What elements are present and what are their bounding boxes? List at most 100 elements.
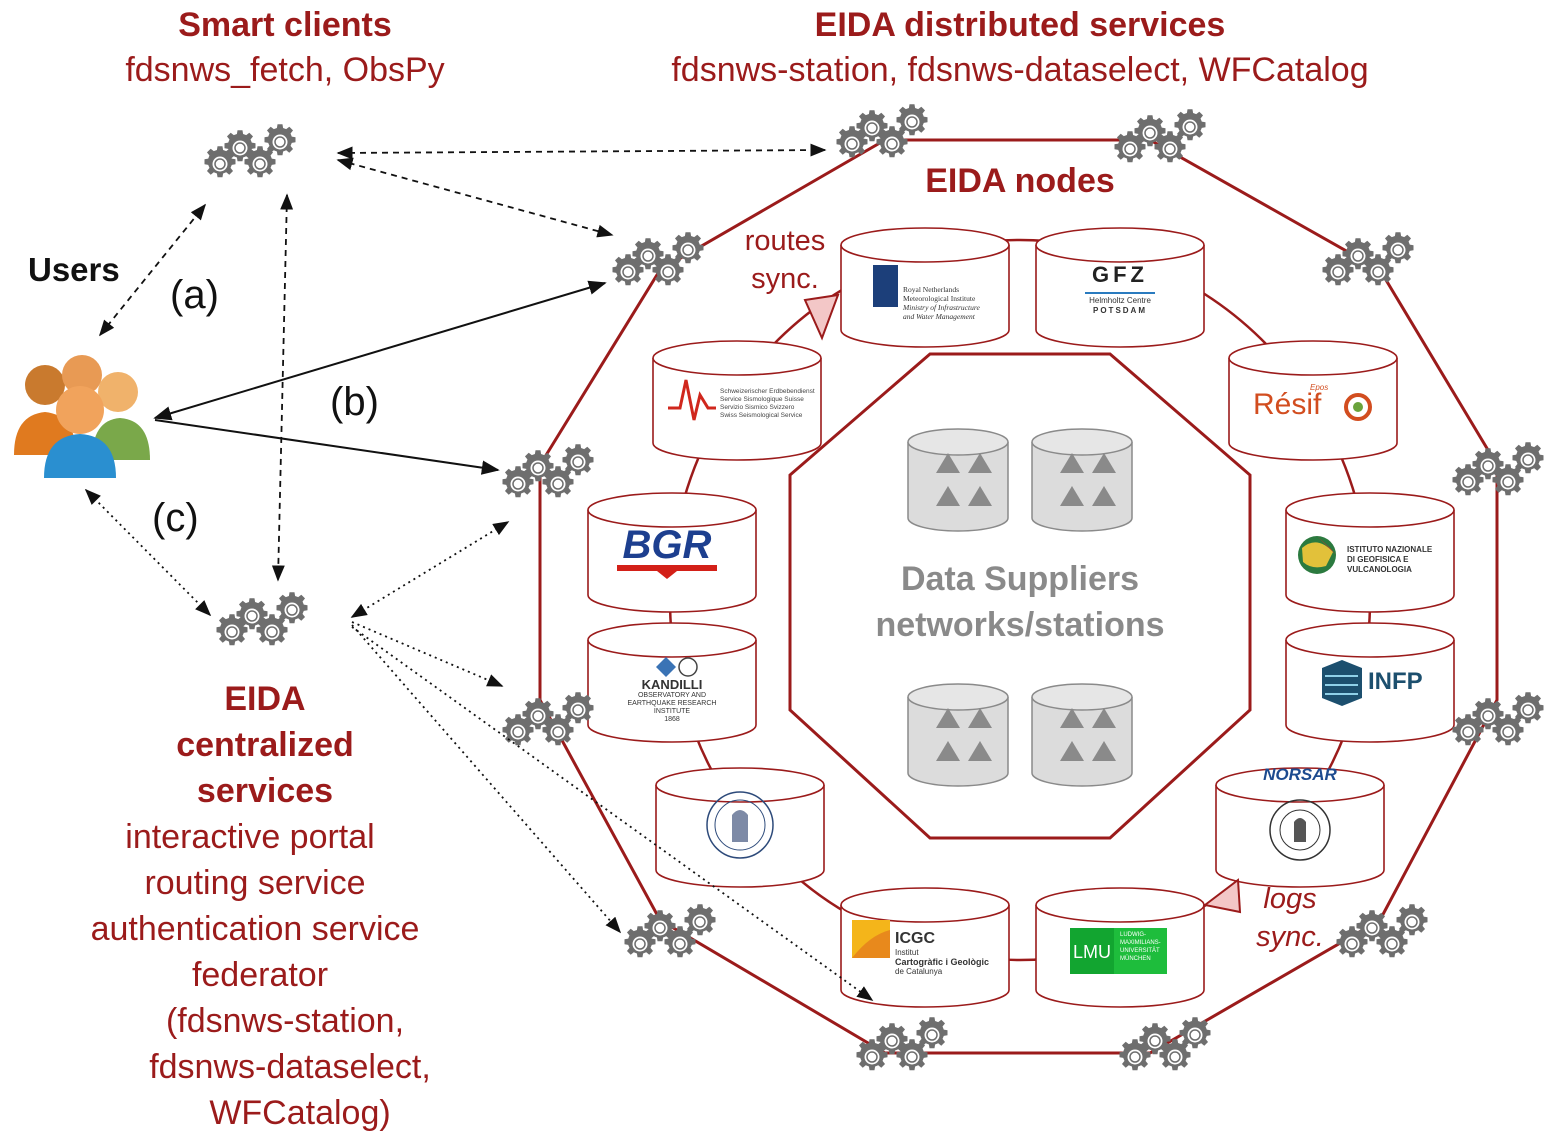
resif-logo-text: Résif (1253, 388, 1322, 421)
service-item: fdsnws-dataselect, (149, 1048, 431, 1086)
centralized-services-gears-icon (217, 592, 308, 645)
bgr-logo-text: BGR (622, 523, 712, 567)
arrow-centralized-node (350, 521, 510, 618)
service-item: WFCatalog) (209, 1094, 391, 1132)
data-suppliers-title: Data Suppliers (900, 560, 1140, 598)
supplier-cylinder (907, 683, 1009, 787)
service-item: interactive portal (125, 818, 375, 856)
arrow-centralized-node (351, 626, 874, 1001)
logo-text-line: MÜNCHEN (1120, 956, 1151, 962)
supplier-cylinder (907, 428, 1009, 532)
logo-text-line: KANDILLI (641, 677, 703, 692)
icgc-logo-text: ICGC Institut Cartogràfic i Geològic de … (895, 930, 1015, 976)
arrow-smart-clients-service (336, 157, 614, 238)
gfz-logo-text: GFZ (1092, 262, 1148, 287)
distributed-services-block: EIDA distributed services fdsnws-station… (560, 6, 1480, 90)
distributed-services-subtitle: fdsnws-station, fdsnws-dataselect, WFCat… (671, 51, 1369, 89)
norsar-logo-text: NORSAR (1263, 765, 1337, 784)
sed-logo-text: Schweizerischer Erdbebendienst Service S… (720, 388, 825, 420)
gfz-logo-subtext: Helmholtz Centre (1089, 296, 1151, 305)
gears-icon (857, 1017, 948, 1070)
arrow-smart-clients-centralized (271, 193, 294, 582)
gears-icon (503, 692, 594, 745)
centralized-title-line: centralized (176, 726, 354, 764)
logo-text-line: 1868 (664, 716, 680, 723)
gears-icon (837, 104, 928, 157)
logo-text-line: MAXIMILIANS- (1120, 940, 1161, 946)
logo-text-line: Service Sismologique Suisse (720, 396, 804, 403)
logs-sync-line: logs (1263, 883, 1317, 915)
infp-logo-icon (1322, 660, 1362, 706)
centralized-title-line: EIDA (224, 680, 306, 718)
logo-text-line: Ministry of Infrastructure (903, 303, 980, 312)
path-label-a: (a) (170, 273, 219, 317)
centralized-services-block: EIDA centralized services interactive po… (60, 676, 500, 1136)
logs-sync-arrow-icon (1202, 878, 1242, 914)
logo-text-line: EARTHQUAKE RESEARCH (627, 700, 717, 707)
distributed-services-title: EIDA distributed services (814, 6, 1226, 44)
arrow-users-node (153, 280, 607, 421)
logs-sync-line: sync. (1256, 921, 1324, 953)
gears-icon (1337, 904, 1428, 957)
service-item: federator (191, 956, 329, 994)
arrow-users-node (154, 419, 500, 475)
knmi-logo-text: Royal Netherlands Meteorological Institu… (903, 285, 1013, 321)
logo-text-line: ISTITUTO NAZIONALE (1347, 545, 1433, 554)
logo-text-line: Institut (895, 948, 919, 957)
gears-icon (625, 904, 716, 957)
arrow-centralized-node (351, 624, 622, 934)
routes-sync-line: routes (744, 225, 826, 257)
bgr-logo-icon (617, 565, 717, 571)
logo-text-line: LUDWIG- (1120, 932, 1146, 938)
bergen-seal-icon (1269, 799, 1331, 861)
eida-nodes-title: EIDA nodes (925, 162, 1115, 200)
users-label: Users (28, 251, 120, 288)
logo-text-line: INSTITUTE (653, 708, 691, 715)
logo-text-line: DI GEOFISICA E VULCANOLOGIA (1347, 555, 1412, 574)
logo-text-line: Swiss Seismological Service (720, 412, 803, 419)
sed-logo-icon (668, 379, 716, 421)
logo-text-line: UNIVERSITÄT (1120, 948, 1160, 954)
supplier-cylinder (1031, 683, 1133, 787)
smart-clients-subtitle: fdsnws_fetch, ObsPy (125, 51, 445, 89)
logs-sync-label: logs sync. (1235, 880, 1345, 956)
routes-sync-arrow-icon (803, 293, 840, 341)
noa-seal-icon (706, 791, 774, 859)
lmu-logo-subtext: LUDWIG- MAXIMILIANS- UNIVERSITÄT MÜNCHEN (1120, 931, 1161, 963)
gears-icon (613, 232, 704, 285)
arrow-smart-clients-service (336, 143, 827, 160)
ingv-logo-text: ISTITUTO NAZIONALE DI GEOFISICA E VULCAN… (1347, 545, 1457, 575)
smart-clients-title: Smart clients (178, 6, 392, 44)
gfz-logo-subtext: POTSDAM (1093, 306, 1147, 315)
gears-icon (1453, 442, 1544, 495)
logo-text-line: Schweizerischer Erdbebendienst (720, 388, 815, 395)
infp-logo-text: INFP (1368, 668, 1423, 695)
kandilli-logo-text: KANDILLI OBSERVATORY AND EARTHQUAKE RESE… (622, 677, 722, 724)
supplier-cylinder (1031, 428, 1133, 532)
routes-sync-label: routes sync. (730, 222, 840, 298)
service-item: routing service (144, 864, 366, 902)
logo-text-line: and Water Management (903, 312, 975, 321)
logo-text-line: Royal Netherlands (903, 285, 960, 294)
routes-sync-line: sync. (751, 263, 819, 295)
logo-text-line: de Catalunya (895, 967, 943, 976)
service-item: authentication service (90, 910, 420, 948)
knmi-logo-icon (873, 265, 898, 307)
logo-text-line: OBSERVATORY AND (637, 692, 707, 699)
gears-icon (1323, 232, 1414, 285)
logo-text-line: Meteorological Institute (903, 294, 976, 303)
gears-icon (1115, 109, 1206, 162)
path-label-c: (c) (152, 496, 199, 540)
logo-text-line: Servizio Sismico Svizzero (720, 404, 795, 411)
gears-icon (1120, 1017, 1211, 1070)
resif-logo-icon (1344, 393, 1372, 421)
data-suppliers-label: Data Suppliers networks/stations (820, 556, 1220, 648)
smart-clients-gears-icon (205, 124, 296, 177)
resif-logo-top: Epos (1310, 383, 1329, 392)
users-icon (14, 355, 150, 478)
centralized-title: EIDA centralized services (30, 676, 500, 814)
arrow-users-smart-clients (98, 203, 207, 337)
inner-boundary (788, 352, 1252, 840)
